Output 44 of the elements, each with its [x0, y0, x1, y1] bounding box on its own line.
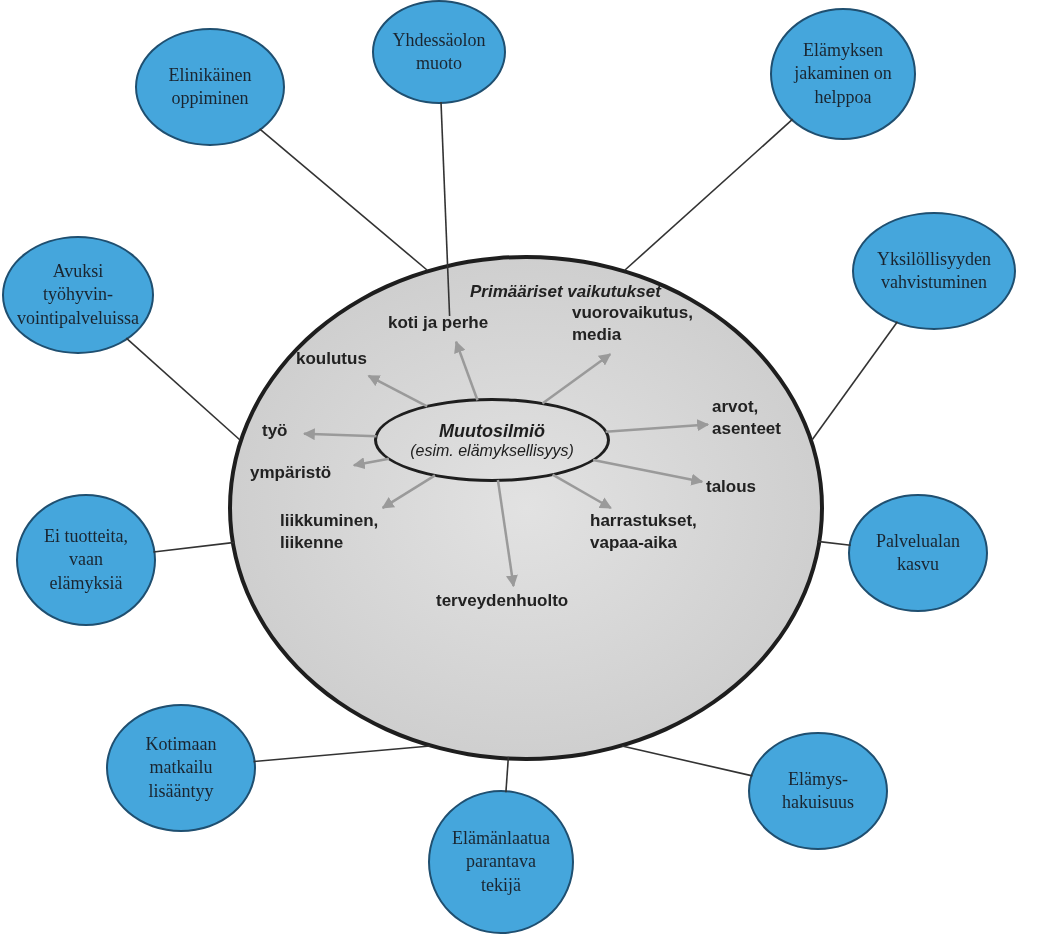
effect-ellipse: Yhdessäolon muoto	[372, 0, 506, 104]
impact-label: harrastukset, vapaa-aika	[590, 510, 726, 560]
effect-ellipse: Elämyksen jakaminen on helppoa	[770, 8, 916, 140]
arrow	[605, 419, 710, 434]
connector-line	[440, 101, 451, 317]
effect-ellipse: Elinikäinen oppiminen	[135, 28, 285, 146]
connector-line	[125, 337, 241, 441]
connector-line	[621, 745, 754, 777]
center-subtitle: (esim. elämyksellisyys)	[410, 441, 574, 460]
center-title: Muutosilmiö	[439, 420, 545, 442]
connector-line	[624, 118, 794, 271]
impact-label: terveydenhuolto	[436, 590, 596, 616]
connector-line	[811, 320, 899, 441]
arrow	[496, 479, 518, 588]
connector-line	[152, 541, 236, 553]
arrow	[352, 457, 390, 470]
connector-line	[252, 745, 431, 763]
effect-ellipse: Kotimaan matkailu lisääntyy	[106, 704, 256, 832]
arrow	[367, 374, 428, 408]
effect-ellipse: Avuksi työhyvin-vointipalveluissa	[2, 236, 154, 354]
impact-label: ympäristö	[250, 462, 350, 488]
effect-ellipse: Elämänlaatua parantava tekijä	[428, 790, 574, 934]
connector-line	[258, 128, 428, 271]
impact-label: työ	[262, 420, 300, 446]
impact-label: koulutus	[296, 348, 384, 374]
effect-ellipse: Elämys-hakuisuus	[748, 732, 888, 850]
impact-label: arvot, asenteet	[712, 396, 800, 446]
arrow	[302, 428, 377, 441]
effect-ellipse: Palvelualan kasvu	[848, 494, 988, 612]
arrow	[381, 474, 436, 509]
impact-label: liikkuminen, liikenne	[280, 510, 398, 560]
arrow	[454, 340, 479, 401]
impact-label: vuorovaikutus, media	[572, 302, 724, 352]
arrow	[541, 353, 612, 405]
impact-label: koti ja perhe	[388, 312, 512, 338]
effect-ellipse: Ei tuotteita, vaan elämyksiä	[16, 494, 156, 626]
connector-line	[505, 755, 510, 793]
center-ellipse	[374, 398, 610, 482]
connector-line	[816, 540, 852, 547]
arrow	[592, 458, 704, 486]
impact-label: talous	[706, 476, 772, 502]
ellipse-title: Primääriset vaikutukset	[470, 282, 661, 302]
arrow	[551, 473, 612, 510]
effect-ellipse: Yksilöllisyyden vahvistuminen	[852, 212, 1016, 330]
